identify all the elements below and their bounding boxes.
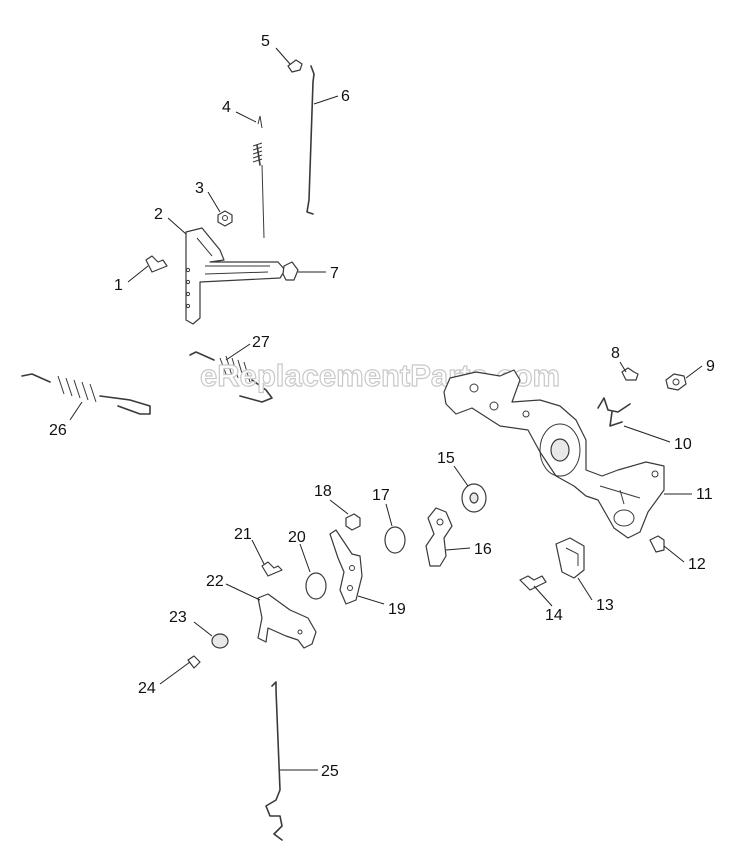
part-3-nut [217, 210, 233, 227]
callout-23: 23 [169, 609, 187, 626]
part-27-spring [189, 351, 273, 403]
part-17-disc [384, 526, 406, 554]
callout-6: 6 [341, 88, 350, 105]
callout-1: 1 [114, 277, 123, 294]
part-7-clip [282, 261, 299, 281]
leader-lines [69, 47, 703, 771]
callout-12: 12 [688, 556, 706, 573]
callout-22: 22 [206, 573, 224, 590]
callout-17: 17 [372, 487, 390, 504]
callout-27: 27 [252, 334, 270, 351]
callout-labels: 1 2 3 4 5 6 7 8 9 10 11 12 13 14 15 16 1… [49, 33, 715, 780]
part-14-screw [519, 575, 547, 591]
part-23-washer [211, 633, 229, 649]
part-20-disc [305, 572, 327, 600]
part-26-spring [21, 373, 151, 415]
part-8-screw [621, 367, 639, 381]
callout-5: 5 [261, 33, 270, 50]
callout-16: 16 [474, 541, 492, 558]
callout-8: 8 [611, 345, 620, 362]
part-24-screw [187, 655, 201, 669]
callout-15: 15 [437, 450, 455, 467]
callout-2: 2 [154, 206, 163, 223]
callout-18: 18 [314, 483, 332, 500]
callout-25: 25 [321, 763, 339, 780]
part-18-nut [345, 513, 361, 531]
callout-10: 10 [674, 436, 692, 453]
part-5-screw [287, 59, 303, 73]
part-4-spring-link [252, 115, 265, 239]
part-10-spring-clip [597, 397, 631, 427]
part-9-nut [665, 373, 687, 391]
part-15-washer [461, 483, 487, 513]
part-19-lever [329, 529, 363, 605]
part-2-lever [185, 227, 286, 325]
callout-7: 7 [330, 265, 339, 282]
part-13-block [555, 537, 585, 579]
callout-11: 11 [696, 486, 713, 503]
callout-19: 19 [388, 601, 406, 618]
callout-26: 26 [49, 422, 67, 439]
callout-9: 9 [706, 358, 715, 375]
callout-3: 3 [195, 180, 204, 197]
callout-24: 24 [138, 680, 156, 697]
part-1-screw [145, 255, 168, 273]
callout-13: 13 [596, 597, 614, 614]
callout-4: 4 [222, 99, 231, 116]
part-16-plate [425, 507, 453, 567]
part-6-rod [306, 65, 315, 215]
callout-20: 20 [288, 529, 306, 546]
part-12-screw [649, 535, 665, 553]
part-11-bracket [443, 369, 665, 539]
part-21-screw [261, 561, 283, 577]
callout-21: 21 [234, 526, 252, 543]
part-25-rod [265, 681, 283, 841]
part-22-bracket [257, 593, 317, 649]
callout-14: 14 [545, 607, 563, 624]
